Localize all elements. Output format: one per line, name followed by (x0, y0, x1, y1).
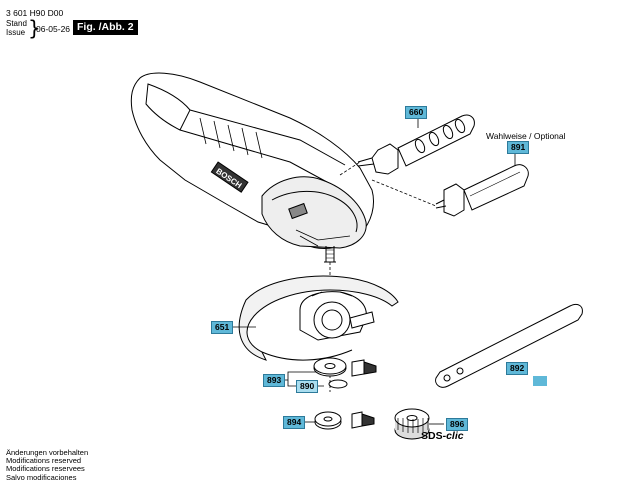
callout-893: 893 (263, 374, 286, 387)
issue-label: Issue (6, 28, 26, 37)
stand-issue-labels: Stand Issue (6, 19, 27, 37)
callout-891: 891 (507, 141, 530, 154)
footer-line: Salvo modificaciones (6, 472, 77, 482)
callout-892: 892 (506, 362, 529, 375)
callout-894: 894 (283, 416, 306, 429)
sds-clic-label: SDS-clic (421, 430, 464, 442)
footer-notes: Änderungen vorbehalten Modifications res… (6, 448, 89, 482)
footer-line: Modifications reserved (6, 456, 82, 466)
brace-glyph: } (28, 16, 41, 40)
callout-660: 660 (405, 106, 428, 119)
grinder-body: BOSCH (130, 72, 374, 263)
callout-651: 651 (211, 321, 234, 334)
callout-896: 896 (446, 418, 469, 431)
footer-line: Änderungen vorbehalten (6, 448, 89, 457)
auxiliary-handle-660 (357, 114, 475, 175)
optional-handle-891 (435, 164, 529, 217)
spanner-892 (435, 303, 583, 388)
sds-suffix: clic (446, 430, 464, 442)
o-ring-890 (328, 379, 348, 389)
stand-label: Stand (6, 19, 27, 28)
optional-note: Wahlweise / Optional (486, 131, 566, 141)
issue-date: 06-05-26 (36, 24, 71, 34)
wheel-guard-651 (238, 275, 399, 361)
footer-line: Modifications reservees (6, 464, 85, 474)
drawing-number: 3 601 H90 D00 (6, 8, 64, 18)
sds-prefix: SDS- (421, 430, 447, 442)
callout-890: 890 (296, 380, 319, 393)
flange-893 (313, 357, 377, 377)
color-swatch (533, 376, 547, 386)
clamping-nut-894 (314, 411, 375, 430)
quick-nut-896 (394, 408, 430, 440)
figure-label: Fig. /Abb. 2 (73, 20, 138, 35)
